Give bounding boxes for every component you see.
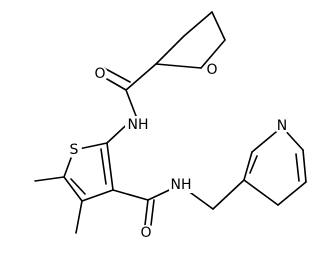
tetrahydrofuran-ring [155,11,226,69]
thiophene-ring [63,142,114,202]
bond [211,11,226,41]
bond [75,200,83,234]
double-bond [103,67,131,83]
bond [81,189,114,202]
double-bond [63,176,83,202]
bond [125,63,157,91]
bond [243,151,253,181]
atom-label-oxygen-amide-2: O [140,225,151,241]
atom-label-nh-amide-1: NH [128,117,149,133]
bond [34,176,65,182]
bond [125,89,137,117]
bond [112,189,149,201]
double-bond [150,199,155,226]
bond [277,181,307,206]
double-bond [70,178,86,195]
bond [155,35,185,65]
methyl-groups [34,176,83,234]
double-bond [295,153,300,182]
atom-label-nitrogen-pyridine: N [277,118,287,134]
bond [243,179,279,206]
bond [200,39,226,69]
atom-label-nh-amide-2: NH [171,177,192,193]
atom-label-sulfur: S [70,142,79,158]
double-bond [249,155,258,174]
double-bond [106,142,114,191]
double-bond [100,148,107,185]
bond [155,63,202,69]
atom-labels: O O NH S NH O N [66,62,290,241]
atom-label-oxygen-thf: O [206,62,217,78]
pyridine-ring [243,126,307,206]
double-bond [144,199,149,226]
amide-2 [112,179,245,226]
bond [183,11,213,37]
atom-label-oxygen-amide-1: O [94,66,105,82]
bond [212,179,245,210]
double-bond [302,149,307,183]
